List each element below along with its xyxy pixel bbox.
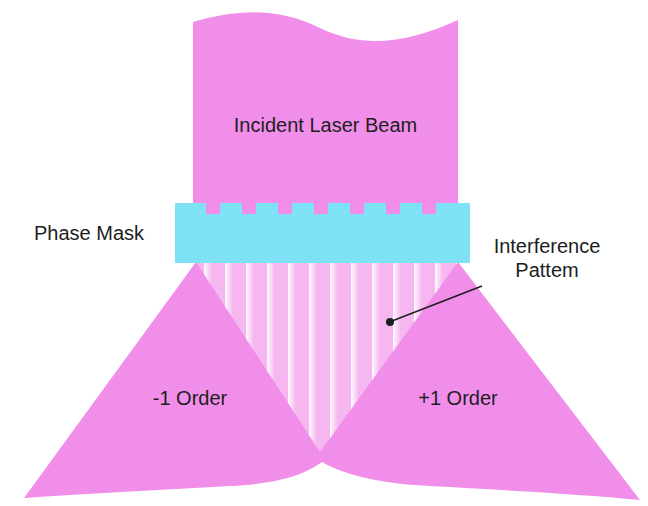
fringe-stripe <box>372 262 380 462</box>
order-node: +1 Order <box>378 370 538 426</box>
fringe-stripe <box>414 262 422 462</box>
interference-fringes <box>204 262 464 462</box>
grating-groove <box>350 203 364 214</box>
phase-mask-body <box>175 220 470 263</box>
grating-groove <box>242 203 256 214</box>
fringe-stripe <box>456 262 464 462</box>
leader-dot <box>386 318 394 326</box>
grating-groove <box>206 203 220 214</box>
node-label: -1 Order <box>153 386 227 410</box>
callout-label: Interference Pattem <box>474 234 620 282</box>
fringe-stripe <box>246 262 254 462</box>
fringe-stripe <box>267 262 275 462</box>
leader-line <box>392 286 482 321</box>
fringe-stripe <box>309 262 317 462</box>
grating-groove <box>386 203 400 214</box>
part-label: Phase Mask <box>14 221 164 245</box>
grating-groove <box>422 203 436 214</box>
beam-node: Incident Laser Beam <box>193 95 458 155</box>
grating-groove <box>278 203 292 214</box>
fringe-stripe <box>435 262 443 462</box>
fringe-stripe <box>330 262 338 462</box>
mask-top <box>175 203 470 221</box>
incident-beam <box>193 12 458 206</box>
order-node: -1 Order <box>110 370 270 426</box>
plus-one-order-beam <box>196 262 640 500</box>
node-label: +1 Order <box>418 386 497 410</box>
fringe-stripe <box>225 262 233 462</box>
node-label: Incident Laser Beam <box>234 113 417 137</box>
fringe-stripe <box>351 262 359 462</box>
fringe-stripe <box>288 262 296 462</box>
fringe-stripe <box>204 262 212 462</box>
fringe-stripe <box>393 262 401 462</box>
grating-groove <box>314 203 328 214</box>
phase-mask-grating <box>175 203 470 221</box>
